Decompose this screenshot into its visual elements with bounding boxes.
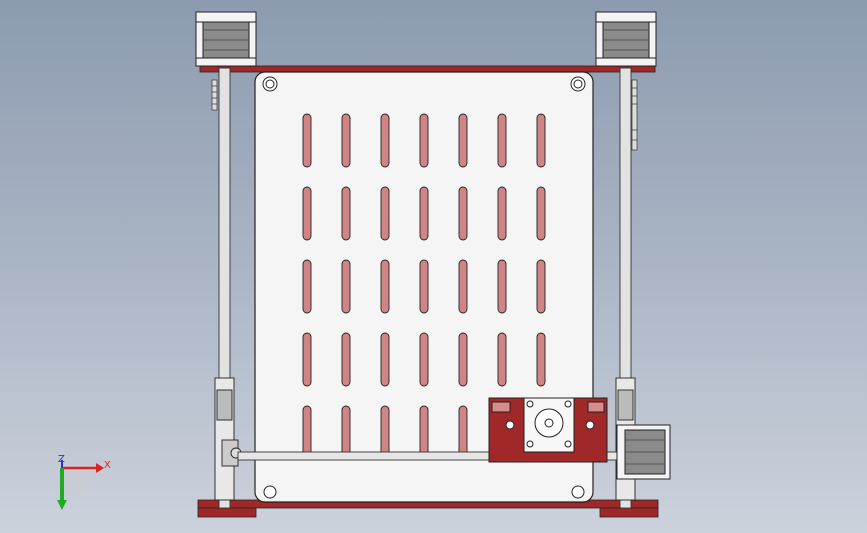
bed-slot bbox=[497, 113, 507, 168]
left-rod-bracket bbox=[214, 377, 242, 501]
bed-slot bbox=[380, 332, 390, 387]
bed-slot bbox=[419, 405, 429, 460]
bed-slot bbox=[302, 113, 312, 168]
bed-corner-screws bbox=[262, 76, 586, 499]
left-lead-screw bbox=[211, 79, 218, 111]
top-frame-bar bbox=[199, 65, 656, 73]
bed-slot bbox=[458, 186, 468, 241]
right-vertical-rod bbox=[619, 67, 632, 509]
bed-slot bbox=[302, 259, 312, 314]
bed-slot bbox=[458, 332, 468, 387]
left-z-motor bbox=[195, 11, 257, 67]
triad-y-arrow bbox=[57, 500, 67, 510]
bed-slot bbox=[458, 405, 468, 460]
bed-slot bbox=[380, 186, 390, 241]
bed-slot bbox=[380, 113, 390, 168]
bed-slot bbox=[341, 113, 351, 168]
bed-slot bbox=[341, 405, 351, 460]
bed-slot bbox=[458, 113, 468, 168]
bed-slot bbox=[419, 186, 429, 241]
triad-z-label: Z bbox=[58, 454, 65, 465]
bed-slot bbox=[302, 405, 312, 460]
bed-slot bbox=[497, 259, 507, 314]
triad-base-quadrant bbox=[62, 468, 92, 498]
bed-slot bbox=[536, 186, 546, 241]
bed-slot bbox=[380, 405, 390, 460]
triad-x-label: X bbox=[104, 460, 111, 471]
bed-slot bbox=[458, 259, 468, 314]
bed-slot bbox=[497, 186, 507, 241]
bed-slot bbox=[302, 186, 312, 241]
bottom-frame-tab-left bbox=[197, 507, 257, 518]
coordinate-triad: X Z bbox=[57, 454, 111, 510]
bed-slot bbox=[497, 332, 507, 387]
bed-slot bbox=[419, 113, 429, 168]
bed-slot bbox=[302, 332, 312, 387]
bed-slot bbox=[341, 332, 351, 387]
bed-slot bbox=[380, 259, 390, 314]
bed-slot bbox=[341, 186, 351, 241]
bed-slot bbox=[536, 332, 546, 387]
bed-slot bbox=[341, 259, 351, 314]
triad-x-arrow bbox=[96, 463, 104, 473]
x-axis-motor bbox=[616, 424, 671, 480]
bed-slot bbox=[419, 332, 429, 387]
bed-slot bbox=[536, 113, 546, 168]
right-z-motor bbox=[595, 11, 657, 67]
bed-slot bbox=[536, 259, 546, 314]
bottom-frame-tab-right bbox=[599, 507, 659, 518]
extruder-carriage bbox=[488, 397, 608, 463]
left-vertical-rod bbox=[218, 67, 231, 509]
bed-slot bbox=[419, 259, 429, 314]
right-lead-screw bbox=[631, 79, 638, 151]
